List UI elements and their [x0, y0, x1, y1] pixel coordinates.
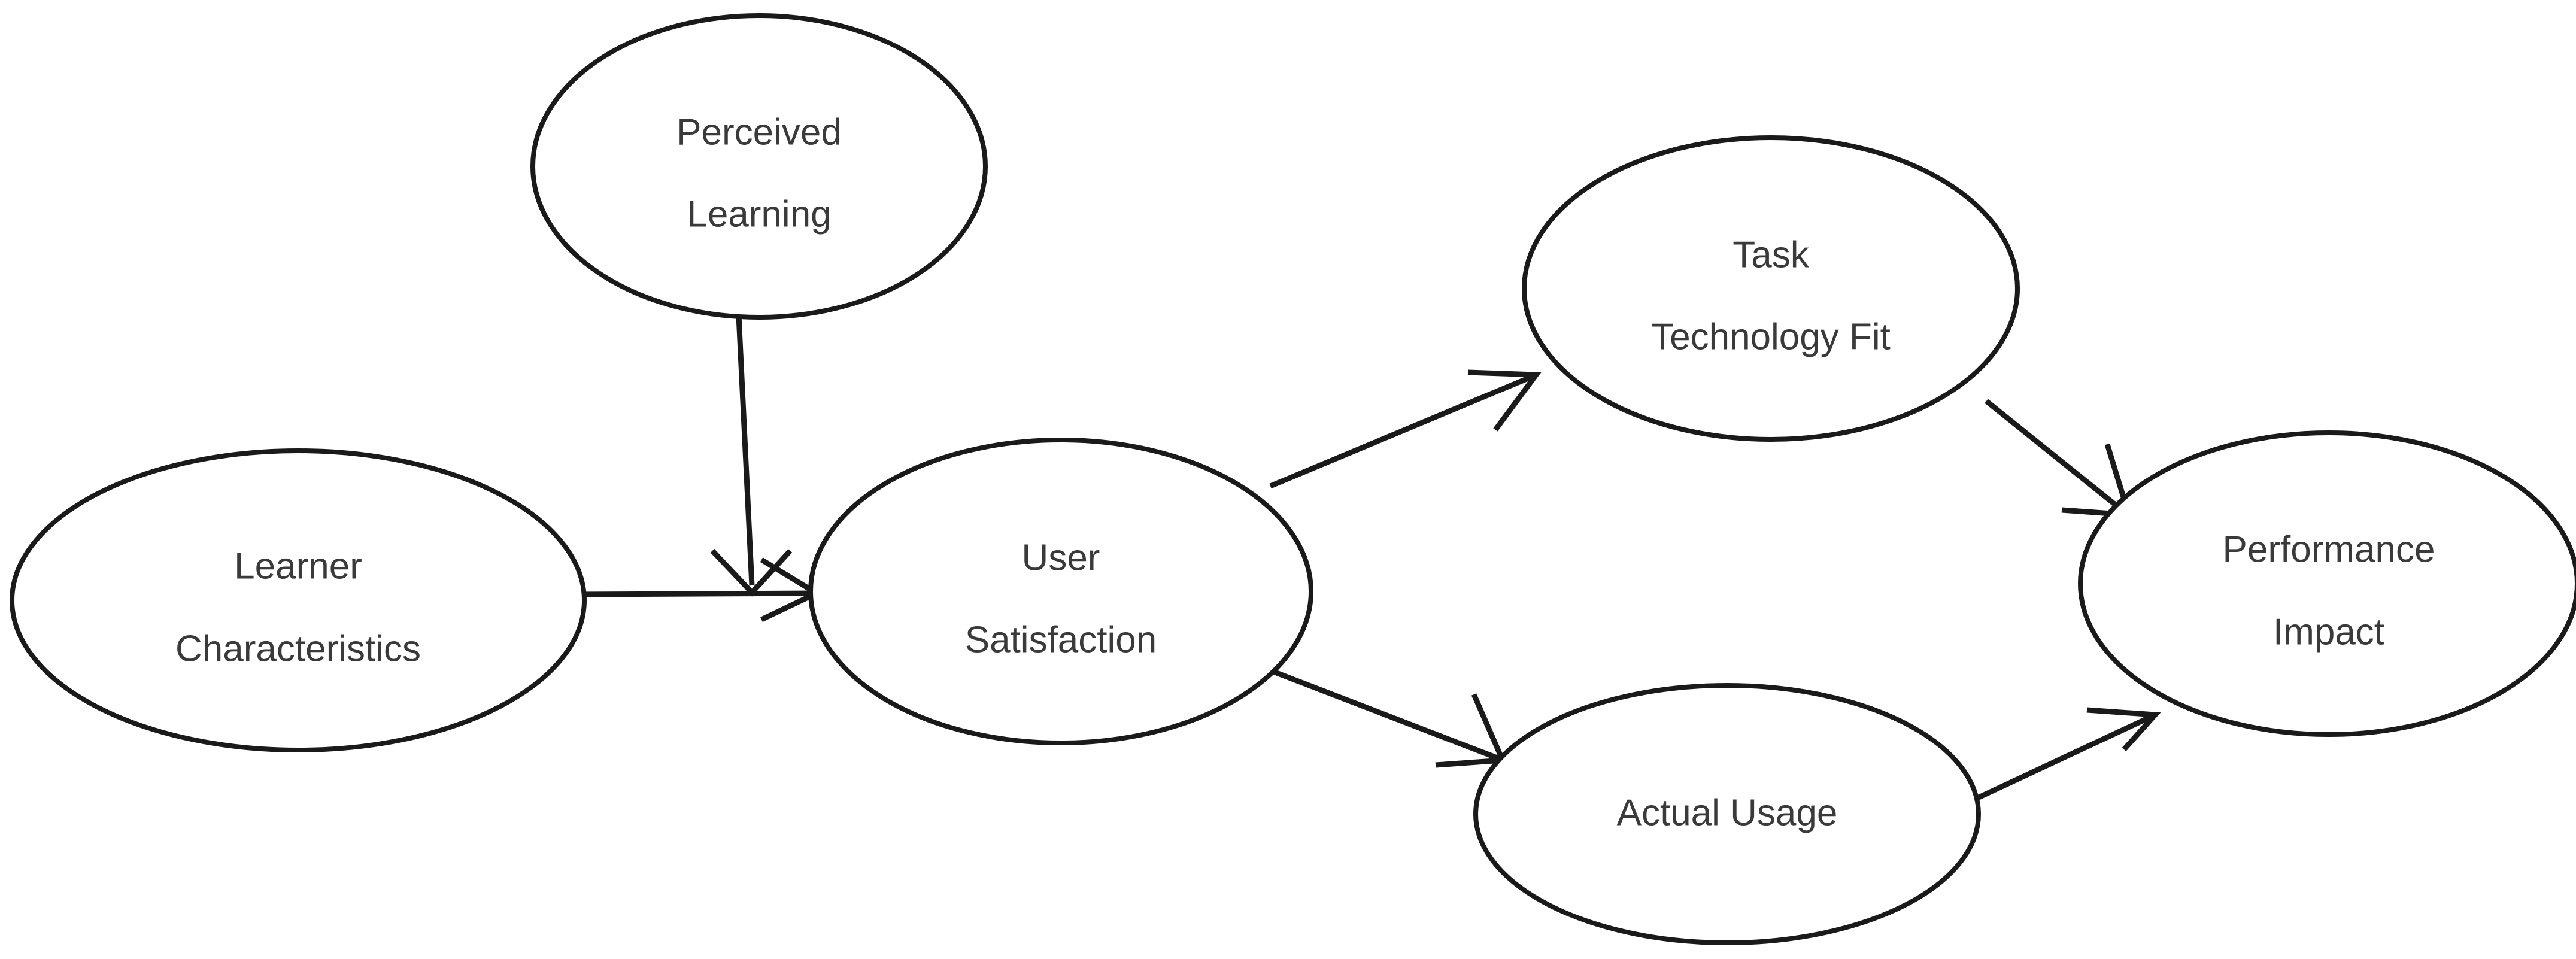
node-performance-impact[interactable]: Performance Impact [2078, 430, 2576, 737]
node-learner-characteristics[interactable]: Learner Characteristics [10, 448, 587, 752]
arrowhead-icon [1467, 369, 1542, 432]
performance-impact-label-line2: Impact [2273, 611, 2384, 653]
edge-line [1269, 373, 1535, 489]
edge-line [575, 590, 816, 597]
learner-characteristics-label-line2: Characteristics [175, 628, 421, 669]
edge-line [1965, 713, 2154, 806]
user-satisfaction-label-line1: User [1022, 537, 1100, 578]
perceived-learning-label-line1: Perceived [676, 111, 842, 153]
edge-line [1254, 661, 1501, 762]
node-actual-usage[interactable]: Actual Usage [1473, 683, 1981, 945]
actual-usage-label-line1: Actual Usage [1617, 792, 1838, 833]
edge-line [736, 315, 755, 586]
node-user-satisfaction[interactable]: User Satisfaction [808, 438, 1313, 745]
user-satisfaction-ellipse[interactable] [808, 438, 1313, 745]
edge-task-technology-fit-to-performance-impact [1985, 399, 2133, 518]
node-task-technology-fit[interactable]: Task Technology Fit [1522, 135, 2020, 442]
arrowhead-icon [2086, 707, 2161, 752]
edge-learner-characteristics-to-user-satisfaction [575, 557, 823, 623]
task-technology-fit-label-line2: Technology Fit [1651, 316, 1891, 357]
perceived-learning-label-line2: Learning [687, 193, 831, 235]
perceived-learning-ellipse[interactable] [530, 13, 988, 320]
edge-actual-usage-to-performance-impact [1965, 707, 2161, 806]
node-perceived-learning[interactable]: Perceived Learning [530, 13, 988, 320]
user-satisfaction-label-line2: Satisfaction [965, 619, 1157, 660]
edge-user-satisfaction-to-actual-usage [1254, 661, 1507, 768]
learner-characteristics-ellipse[interactable] [10, 448, 587, 752]
edge-user-satisfaction-to-task-technology-fit [1269, 369, 1542, 489]
task-technology-fit-ellipse[interactable] [1522, 135, 2020, 442]
edge-perceived-learning-to-user-satisfaction [710, 315, 793, 597]
edge-line [1985, 399, 2128, 516]
learner-characteristics-label-line1: Learner [234, 545, 362, 587]
performance-impact-ellipse[interactable] [2078, 430, 2576, 737]
actual-usage-ellipse[interactable] [1473, 683, 1981, 945]
task-technology-fit-label-line1: Task [1732, 234, 1809, 275]
performance-impact-label-line1: Performance [2223, 529, 2435, 570]
